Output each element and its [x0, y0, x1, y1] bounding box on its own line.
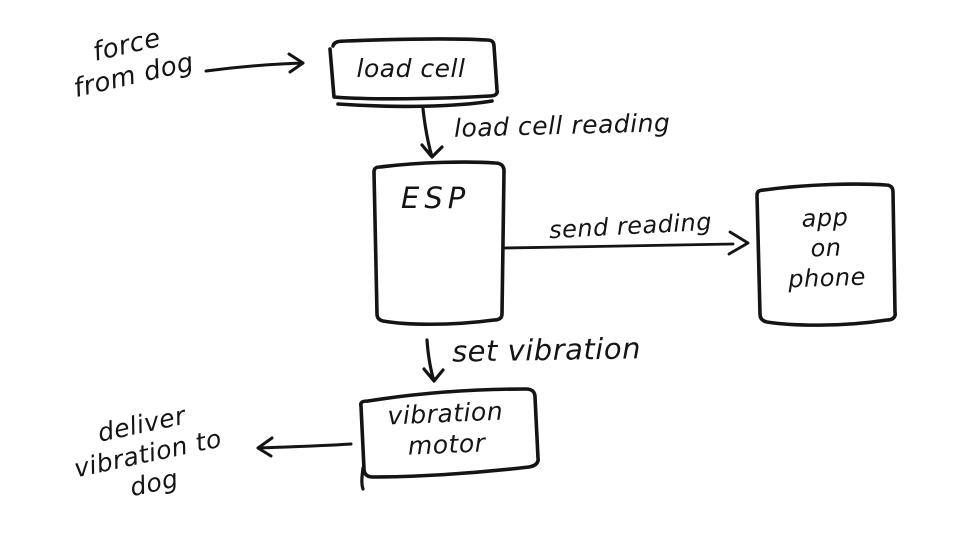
- esp-box: [372, 160, 506, 327]
- node-load-cell-label: load cell: [356, 54, 466, 83]
- label-app-line2: on: [810, 233, 842, 263]
- label-app-line1: app: [801, 203, 849, 233]
- edge-label-set-vibration: set vibration: [451, 331, 642, 369]
- vibration-motor-box-tick: [360, 466, 365, 491]
- arrow-esp-to-motor: [422, 338, 445, 383]
- load-cell-box-underline: [336, 99, 494, 109]
- arrow-load-cell-to-esp: [420, 107, 444, 159]
- arrow-motor-to-deliver: [256, 436, 353, 458]
- arrow-esp-to-app: [502, 230, 750, 256]
- load-cell-box: [328, 37, 499, 101]
- node-vibration-motor-label: vibration motor: [361, 394, 532, 464]
- edge-label-load-cell-reading: load cell reading: [453, 108, 671, 143]
- app-on-phone-box: [755, 182, 897, 327]
- label-app-line3: phone: [787, 262, 867, 294]
- node-esp-label: ESP: [401, 181, 471, 215]
- arrow-force-to-load-cell: [204, 52, 305, 74]
- node-app-on-phone-label: app on phone: [756, 201, 895, 296]
